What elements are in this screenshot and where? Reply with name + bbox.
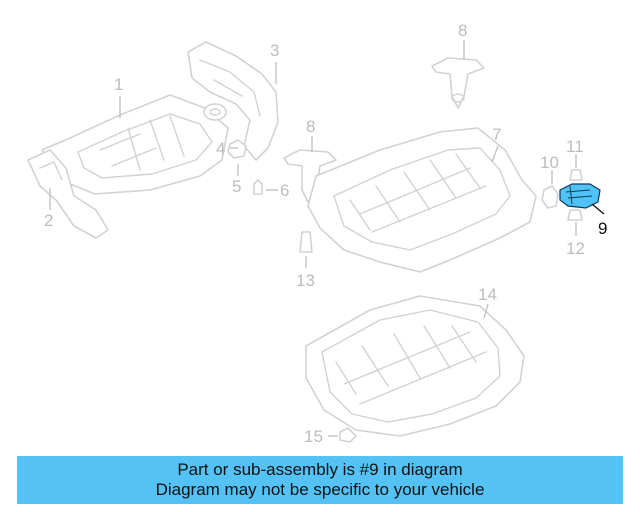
part-4-grommet bbox=[203, 103, 227, 121]
part-15-clip bbox=[339, 427, 357, 443]
part-9-highlighted bbox=[559, 183, 601, 209]
callout-5: 5 bbox=[232, 177, 241, 196]
callout-13: 13 bbox=[296, 271, 315, 290]
leader-lines bbox=[49, 40, 605, 437]
part-8-upper-bracket bbox=[431, 57, 485, 109]
callout-10: 10 bbox=[540, 153, 559, 172]
callout-8-upper: 8 bbox=[458, 21, 467, 40]
callout-1: 1 bbox=[114, 75, 123, 94]
part-3-cover bbox=[187, 41, 279, 161]
callout-7: 7 bbox=[492, 125, 501, 144]
part-2-bracket bbox=[27, 149, 109, 239]
callout-8-lower: 8 bbox=[306, 117, 315, 136]
part-5-clip bbox=[227, 139, 247, 159]
callout-6: 6 bbox=[280, 181, 289, 200]
banner-line-1: Part or sub-assembly is #9 in diagram bbox=[177, 460, 463, 479]
part-12-bolt bbox=[567, 209, 583, 221]
callout-9: 9 bbox=[598, 219, 607, 238]
callout-4: 4 bbox=[216, 139, 225, 158]
parts-diagram: 1 2 3 4 5 6 7 8 8 9 10 11 12 13 14 15 bbox=[27, 21, 607, 446]
part-10-clip bbox=[541, 185, 559, 209]
callout-labels: 1 2 3 4 5 6 7 8 8 9 10 11 12 13 14 15 bbox=[44, 21, 607, 446]
callout-15: 15 bbox=[304, 427, 323, 446]
part-6-screw bbox=[253, 179, 263, 195]
info-banner: Part or sub-assembly is #9 in diagram Di… bbox=[17, 456, 623, 504]
part-13-bolt bbox=[299, 231, 313, 253]
callout-3: 3 bbox=[270, 41, 279, 60]
part-14-lower-skid-plate bbox=[305, 295, 525, 437]
callout-11: 11 bbox=[566, 137, 584, 156]
callout-2: 2 bbox=[44, 211, 53, 230]
callout-12: 12 bbox=[566, 239, 585, 258]
banner-line-2: Diagram may not be specific to your vehi… bbox=[155, 480, 485, 499]
callout-14: 14 bbox=[478, 285, 497, 304]
part-7-skid-plate bbox=[307, 127, 537, 273]
part-11-nut bbox=[569, 169, 583, 181]
